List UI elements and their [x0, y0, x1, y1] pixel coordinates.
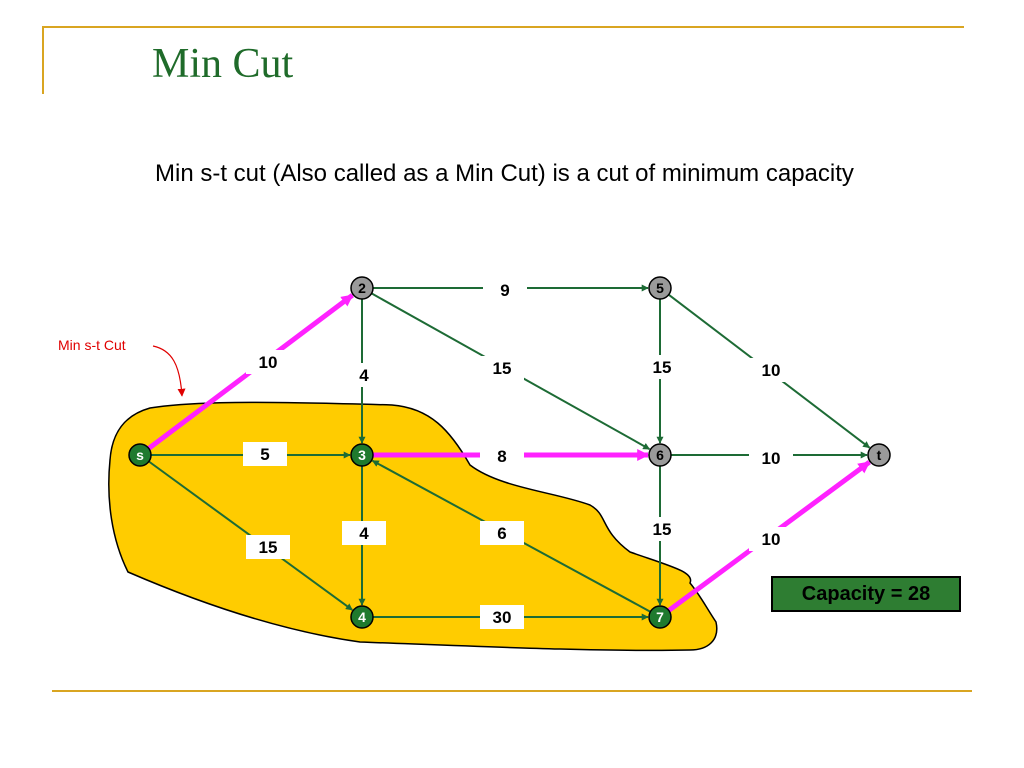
edge-label-bg-5-6	[640, 355, 684, 379]
node-label-3: 3	[358, 447, 366, 463]
annotation-arrow	[152, 345, 186, 397]
edge-capacity-7-t: 10	[762, 530, 781, 549]
node-6	[648, 443, 672, 467]
node-s	[128, 443, 152, 467]
node-label-7: 7	[656, 609, 664, 625]
edge-layer: 10 5 15 4 9 15 4 8 30 15 10 15 10 6 10	[147, 278, 871, 629]
frame-bottom-rule	[52, 690, 972, 692]
node-2	[350, 276, 374, 300]
node-4	[350, 605, 374, 629]
node-5	[648, 276, 672, 300]
node-label-s: s	[136, 447, 144, 463]
edge-capacity-2-5: 9	[500, 281, 509, 300]
edge-capacity-s-3: 5	[260, 445, 269, 464]
edge-capacity-6-t: 10	[762, 449, 781, 468]
edge-label-bg-2-5	[483, 278, 527, 302]
node-label-5: 5	[656, 280, 664, 296]
edge-label-bg-6-t	[749, 446, 793, 470]
edge-label-bg-6-7	[640, 517, 684, 541]
edge-capacity-6-7: 15	[653, 520, 672, 539]
edge-capacity-5-6: 15	[653, 358, 672, 377]
node-label-t: t	[877, 447, 882, 463]
edge-label-bg-2-6	[480, 356, 524, 380]
node-layer: s 2 3 4 5 6 7 t	[128, 276, 891, 629]
node-label-6: 6	[656, 447, 664, 463]
edge-capacity-3-4: 4	[359, 524, 369, 543]
edge-capacity-7-3: 6	[497, 524, 506, 543]
edge-capacity-4-7: 30	[493, 608, 512, 627]
node-label-2: 2	[358, 280, 366, 296]
node-7	[648, 605, 672, 629]
edge-capacity-s-4: 15	[259, 538, 278, 557]
edge-capacity-s-2: 10	[259, 353, 278, 372]
edge-label-bg-4-7	[480, 605, 524, 629]
edge-label-bg-s-4	[246, 535, 290, 559]
slide-title: Min Cut	[152, 41, 294, 87]
frame-left-rule	[42, 26, 44, 94]
edge-capacity-3-6: 8	[497, 447, 506, 466]
edge-label-bg-5-t	[749, 358, 793, 382]
node-3	[350, 443, 374, 467]
edge-label-bg-3-6	[480, 444, 524, 468]
slide-subtitle: Min s-t cut (Also called as a Min Cut) i…	[155, 160, 854, 187]
edge-label-bg-s-3	[243, 442, 287, 466]
edge-label-bg-s-2	[246, 350, 290, 374]
capacity-box: Capacity = 28	[771, 576, 961, 612]
edge-capacity-2-6: 15	[493, 359, 512, 378]
capacity-label: Capacity = 28	[801, 582, 931, 605]
annotation-label: Min s-t Cut	[58, 337, 126, 353]
edge-label-bg-7-3	[480, 521, 524, 545]
edge-label-bg-3-4	[342, 521, 386, 545]
edge-label-bg-7-t	[749, 527, 793, 551]
node-t	[867, 443, 891, 467]
edge-capacity-5-t: 10	[762, 361, 781, 380]
edge-capacity-2-3: 4	[359, 366, 369, 385]
source-side-region	[108, 401, 718, 652]
frame-top-rule	[42, 26, 964, 28]
node-label-4: 4	[358, 609, 366, 625]
edge-label-bg-2-3	[342, 363, 386, 387]
